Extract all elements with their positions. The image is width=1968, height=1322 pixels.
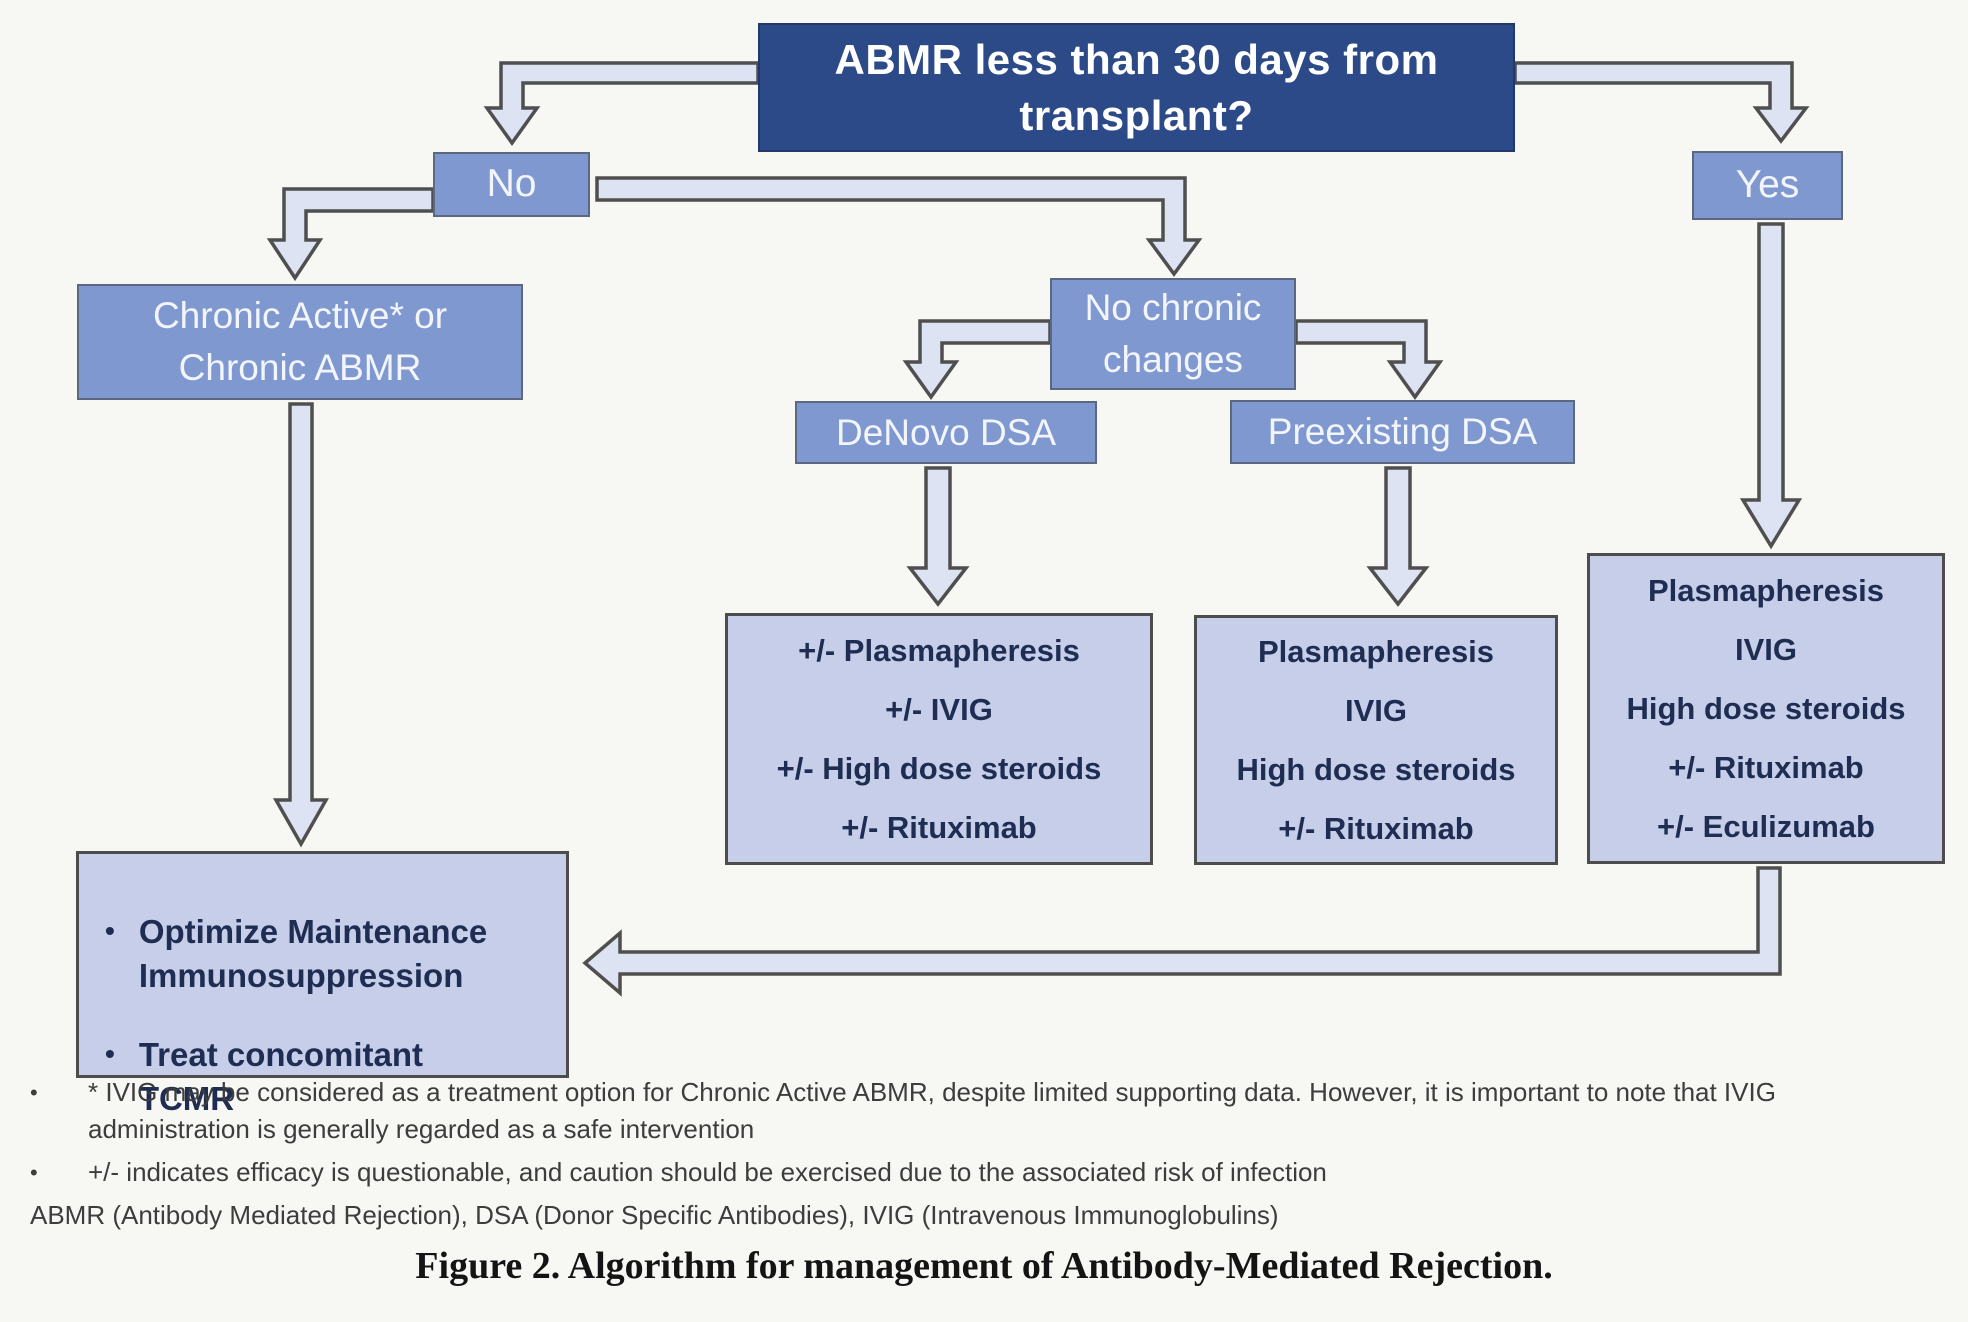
arrow-no-to-chronic [266,187,435,282]
treatment-line: High dose steroids [1236,751,1516,787]
treatment-line: +/- Rituximab [1278,810,1474,846]
treatment-line: +/- Rituximab [841,809,1037,845]
arrow-root-to-no [483,61,760,147]
treatment-preexisting-box: Plasmapheresis IVIG High dose steroids +… [1194,615,1558,865]
treatment-line: Plasmapheresis [1257,633,1495,669]
figure-caption: Figure 2. Algorithm for management of An… [415,1245,1553,1287]
action-list: • Optimize Maintenance Immunosuppression… [79,872,566,1156]
node-abmr-question: ABMR less than 30 days from transplant? [758,23,1515,152]
treatment-early-abmr-box: Plasmapheresis IVIG High dose steroids +… [1587,553,1945,864]
treatment-line: IVIG [1344,692,1407,728]
arrow-no-chronic-to-preexisting [1294,319,1444,401]
action-box: • Optimize Maintenance Immunosuppression… [76,851,569,1117]
treatment-line: +/- Plasmapheresis [798,632,1080,668]
arrow-root-to-yes [1513,61,1810,144]
node-preexisting-dsa: Preexisting DSA [1230,400,1575,464]
treatment-line: IVIG [1734,631,1797,667]
treatment-line: +/- Rituximab [1668,749,1864,785]
treatment-line: +/- Eculizumab [1657,808,1875,844]
note-item: • +/- indicates efficacy is questionable… [30,1154,1942,1191]
treatment-denovo-box: +/- Plasmapheresis +/- IVIG +/- High dos… [725,613,1153,865]
arrow-denovo-to-treatment [906,466,970,607]
treatment-line: +/- IVIG [885,691,993,727]
decision-yes: Yes [1692,151,1843,220]
action-item-text: Treat concomitant TCMR [138,1036,424,1117]
treatment-line: +/- High dose steroids [776,750,1102,786]
bullet-icon: • [105,915,115,946]
bullet-icon: • [30,1080,38,1105]
node-chronic-active-abmr: Chronic Active* or Chronic ABMR [77,284,523,400]
arrow-chronic-to-action [272,402,330,848]
footnotes: • * IVIG may be considered as a treatmen… [30,1074,1942,1234]
bullet-icon: • [30,1159,38,1185]
action-item-text: Optimize Maintenance Immunosuppression [138,913,488,994]
treatment-line: Plasmapheresis [1647,572,1885,608]
note-text: +/- indicates efficacy is questionable, … [88,1156,1327,1187]
node-denovo-dsa: DeNovo DSA [795,401,1097,464]
treatment-line: High dose steroids [1626,690,1906,726]
note-item: • * IVIG may be considered as a treatmen… [30,1074,1942,1148]
arrow-treatment-to-action [582,866,1782,997]
arrow-no-to-no-chronic [595,176,1203,277]
bullet-icon: • [105,1038,115,1070]
decision-no: No [433,152,590,217]
abbreviations-line: ABMR (Antibody Mediated Rejection), DSA … [30,1199,1279,1230]
arrow-preexisting-to-treatment [1366,466,1430,607]
note-text: * IVIG may be considered as a treatment … [88,1077,1776,1144]
action-item: • Treat concomitant TCMR [105,1033,556,1120]
action-item: • Optimize Maintenance Immunosuppression [105,910,556,997]
arrow-yes-to-treatment [1739,222,1803,550]
arrow-no-chronic-to-denovo [902,319,1052,401]
node-no-chronic-changes: No chronic changes [1050,278,1296,390]
